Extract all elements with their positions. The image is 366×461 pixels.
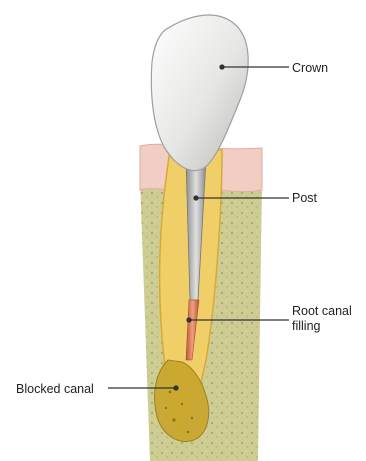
label-post: Post — [292, 191, 317, 206]
label-blocked-canal: Blocked canal — [16, 382, 94, 397]
crown — [151, 15, 248, 171]
label-root-canal-filling: Root canal filling — [292, 304, 362, 334]
label-crown: Crown — [292, 61, 328, 76]
